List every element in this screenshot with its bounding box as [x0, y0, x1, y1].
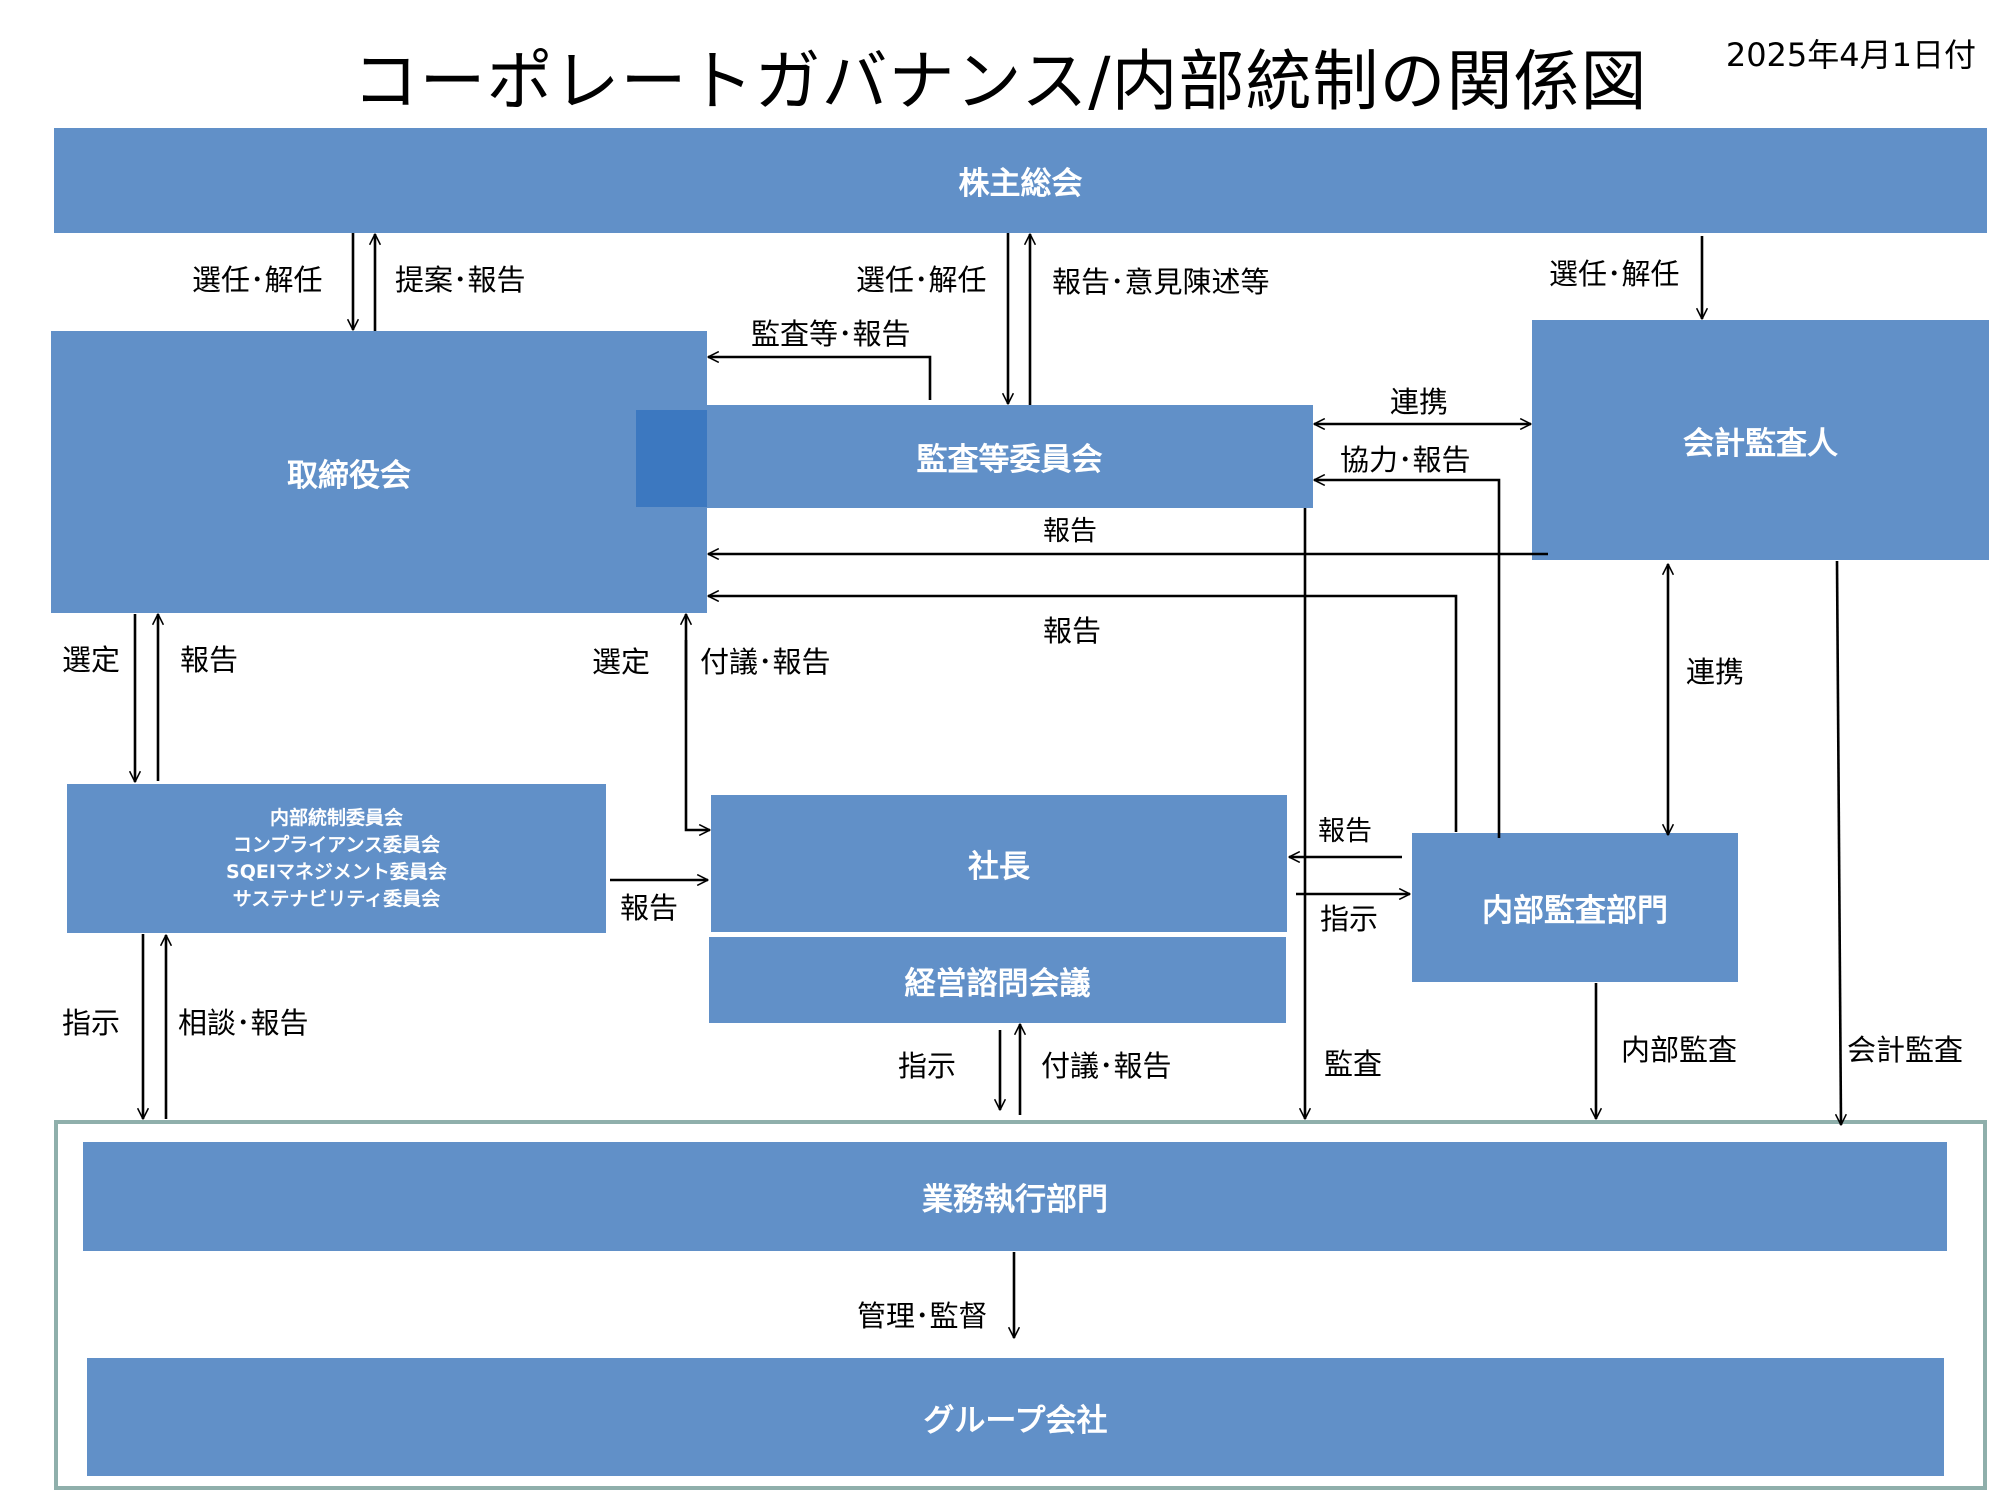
arrow-ac-to-board [708, 357, 932, 400]
label-ac-to-gm: 報告･意見陳述等 [1052, 265, 1270, 299]
president-label: 社長 [968, 849, 1030, 885]
label-internal-audit: 内部監査 [1621, 1033, 1738, 1067]
president-box[interactable]: 社長 [711, 795, 1287, 932]
audit-committee-label: 監査等委員会 [916, 442, 1103, 478]
label-advisory-to-business: 指示 [898, 1049, 957, 1083]
accounting-auditor-box[interactable]: 会計監査人 [1532, 320, 1989, 560]
committee-sqei: SQEIマネジメント委員会 [226, 860, 447, 883]
board-committee-overlap [636, 410, 707, 507]
board-of-directors-label: 取締役会 [287, 457, 411, 494]
label-ia-to-board: 報告 [1043, 614, 1102, 648]
label-auditor-to-ac: 協力･報告 [1340, 443, 1471, 477]
shareholders-meeting-box[interactable]: 株主総会 [54, 128, 1987, 233]
label-committees-to-business: 指示 [62, 1006, 121, 1040]
label-president-to-ia: 指示 [1320, 902, 1379, 936]
label-business-to-committees: 相談･報告 [178, 1006, 309, 1040]
label-auditor-ia: 連携 [1686, 655, 1745, 689]
business-execution-box[interactable]: 業務執行部門 [83, 1142, 1947, 1251]
arrow-accounting-audit [1837, 560, 1841, 1125]
internal-audit-box[interactable]: 内部監査部門 [1412, 833, 1738, 982]
business-execution-label: 業務執行部門 [922, 1182, 1108, 1218]
label-committees-to-president: 報告 [620, 891, 679, 925]
advisory-council-box[interactable]: 経営諮問会議 [709, 937, 1286, 1023]
advisory-council-label: 経営諮問会議 [904, 965, 1091, 1002]
internal-audit-label: 内部監査部門 [1482, 893, 1668, 929]
label-ac-auditor: 連携 [1390, 385, 1449, 419]
group-companies-label: グループ会社 [923, 1402, 1108, 1439]
label-business-to-group: 管理･監督 [857, 1299, 988, 1333]
label-gm-to-ac: 選任･解任 [856, 263, 987, 297]
label-committees-to-board: 報告 [180, 643, 239, 677]
label-ac-to-board: 監査等･報告 [751, 317, 911, 351]
committee-internal-control: 内部統制委員会 [269, 806, 403, 829]
audit-committee-box[interactable]: 監査等委員会 [706, 405, 1313, 508]
label-accounting-audit: 会計監査 [1847, 1033, 1964, 1067]
label-ac-audit: 監査 [1324, 1047, 1383, 1081]
label-gm-to-auditor: 選任･解任 [1549, 257, 1680, 291]
board-of-directors-box[interactable]: 取締役会 [51, 331, 707, 613]
label-auditor-to-board: 報告 [1043, 516, 1097, 547]
execution-frame [54, 1120, 1987, 1490]
label-board-to-committees: 選定 [62, 643, 121, 677]
committee-compliance: コンプライアンス委員会 [232, 833, 441, 856]
label-board-to-president: 選定 [592, 645, 651, 679]
label-board-to-gm: 提案･報告 [395, 263, 526, 297]
arrow-ia-to-ac [1314, 480, 1501, 838]
label-ia-to-president: 報告 [1318, 816, 1372, 847]
label-gm-to-board: 選任･解任 [192, 263, 323, 297]
committees-box[interactable]: 内部統制委員会 コンプライアンス委員会 SQEIマネジメント委員会 サステナビリ… [67, 784, 606, 933]
label-business-to-advisory: 付議･報告 [1041, 1049, 1172, 1083]
committee-sustainability: サステナビリティ委員会 [232, 887, 441, 910]
diagram-title: コーポレートガバナンス/内部統制の関係図 [352, 43, 1648, 120]
label-president-to-board: 付議･報告 [700, 645, 831, 679]
shareholders-meeting-label: 株主総会 [958, 166, 1083, 202]
accounting-auditor-label: 会計監査人 [1683, 425, 1838, 462]
date-label: 2025年4月1日付 [1725, 36, 1976, 74]
group-companies-box[interactable]: グループ会社 [87, 1358, 1944, 1476]
